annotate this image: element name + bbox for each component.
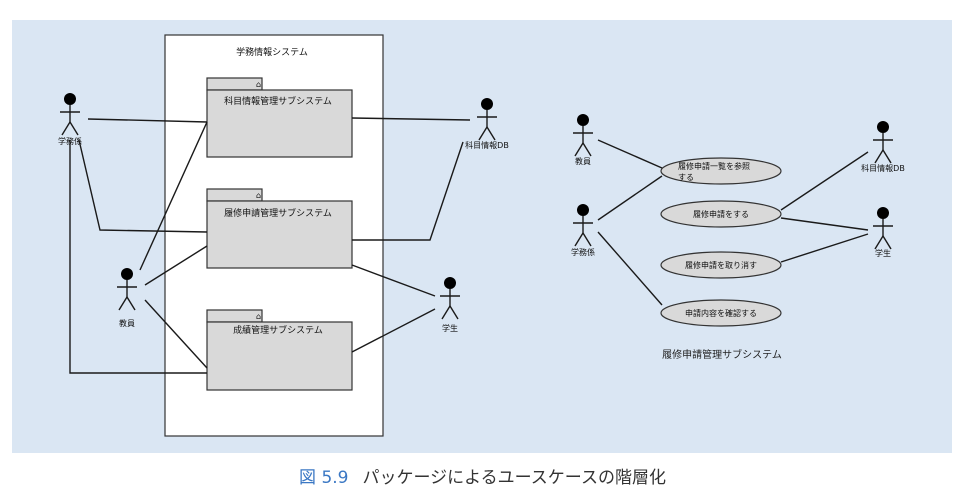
assoc-gakumu-pkg1 (87, 118, 208, 123)
r-actor-kyoin-icon[interactable] (572, 113, 594, 157)
assoc-r-gakusei-uc2 (780, 217, 869, 231)
assoc-gakusei-pkg2 (351, 264, 436, 297)
r-actor-label-gakumu: 学務係 (571, 247, 595, 257)
assoc-r-gakumu-uc1 (597, 175, 663, 221)
assoc-db-pkg2 (352, 141, 464, 241)
r-actor-label-db: 科目情報DB (861, 163, 905, 173)
system-title: 学務情報システム (236, 46, 308, 58)
figure-caption-text: パッケージによるユースケースの階層化 (362, 468, 666, 488)
usecase-label: 履修申請をする (693, 209, 749, 219)
r-actor-label-gakusei: 学生 (875, 248, 891, 258)
assoc-db-pkg1 (351, 117, 471, 121)
right-diagram-title: 履修申請管理サブシステム (662, 348, 782, 361)
assoc-r-db-uc2 (780, 151, 869, 211)
usecase-confirm[interactable]: 申請内容を確認する (660, 299, 782, 327)
usecase-label: 履修申請を取り消す (685, 260, 757, 270)
actor-gakusei-icon[interactable] (439, 276, 461, 320)
usecase-label-cont: する (678, 173, 694, 182)
actor-label-kyoin: 教員 (119, 318, 135, 328)
usecase-label: 履修申請一覧を参照 (678, 161, 750, 171)
package-icon: ⌂ (256, 80, 261, 89)
package-enrollment[interactable]: ⌂ 履修申請管理サブシステム (206, 188, 353, 269)
actor-gakumu-icon[interactable] (59, 92, 81, 136)
package-label: 科目情報管理サブシステム (224, 95, 332, 107)
assoc-kyoin-pkg2 (144, 245, 208, 286)
package-label: 履修申請管理サブシステム (224, 207, 332, 219)
usecase-apply[interactable]: 履修申請をする (660, 200, 782, 228)
actor-kyoin-icon[interactable] (116, 267, 138, 311)
usecase-view-list[interactable]: 履修申請一覧を参照 する (660, 157, 782, 185)
r-actor-label-kyoin: 教員 (575, 156, 591, 166)
r-actor-gakusei-icon[interactable] (872, 206, 894, 250)
figure-caption: 図 5.9 パッケージによるユースケースの階層化 (0, 463, 965, 488)
r-actor-db-icon[interactable] (872, 120, 894, 164)
usecase-cancel[interactable]: 履修申請を取り消す (660, 251, 782, 279)
assoc-r-gakusei-uc3 (780, 233, 869, 263)
package-grades[interactable]: ⌂ 成績管理サブシステム (206, 309, 353, 391)
assoc-r-kyoin-uc1 (597, 139, 663, 169)
usecase-label: 申請内容を確認する (685, 308, 757, 318)
assoc-kyoin-pkg3 (144, 299, 208, 369)
package-icon: ⌂ (256, 312, 261, 321)
actor-label-gakusei: 学生 (442, 323, 458, 333)
r-actor-gakumu-icon[interactable] (572, 203, 594, 247)
assoc-r-gakumu-uc4 (597, 231, 663, 306)
package-icon: ⌂ (256, 191, 261, 200)
package-label: 成績管理サブシステム (233, 324, 323, 336)
assoc-gakumu-pkg3 (69, 140, 207, 374)
assoc-gakusei-pkg3 (351, 308, 436, 353)
package-subject-info[interactable]: ⌂ 科目情報管理サブシステム (206, 77, 353, 158)
figure-number: 図 5.9 (299, 468, 349, 488)
actor-label-db: 科目情報DB (465, 140, 509, 150)
assoc-kyoin-pkg1 (139, 121, 208, 271)
actor-db-icon[interactable] (476, 97, 498, 141)
assoc-gakumu-pkg2 (78, 139, 208, 233)
